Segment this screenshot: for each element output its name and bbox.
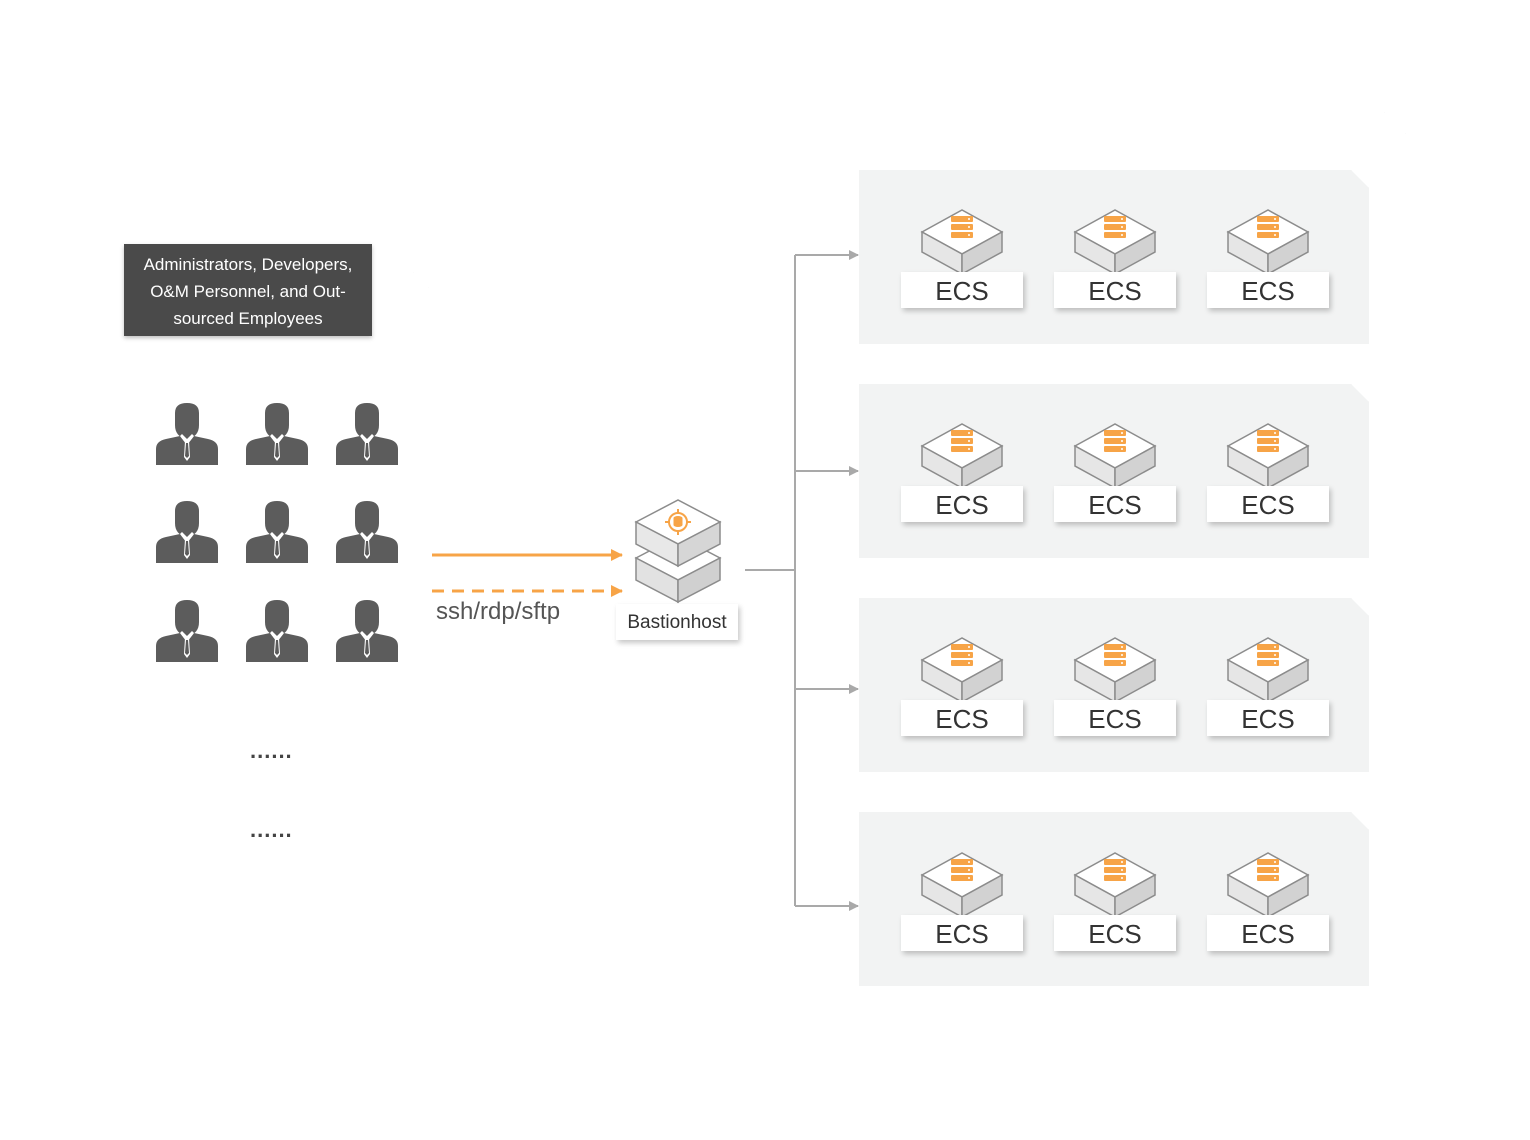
ecs-instance: ECS	[1207, 630, 1329, 740]
ecs-label: ECS	[1054, 700, 1176, 736]
ecs-server-icon	[920, 637, 1004, 704]
ecs-label: ECS	[901, 272, 1023, 308]
ecs-label: ECS	[901, 915, 1023, 951]
person-icon	[336, 600, 398, 662]
person-icon	[156, 600, 218, 662]
ecs-instance: ECS	[1054, 202, 1176, 312]
ecs-server-icon	[920, 209, 1004, 276]
ecs-instance: ECS	[1207, 416, 1329, 526]
bastionhost-icon	[634, 499, 722, 604]
ecs-label: ECS	[1207, 486, 1329, 522]
ecs-label: ECS	[1054, 915, 1176, 951]
person-icon	[246, 600, 308, 662]
ecs-instance: ECS	[901, 845, 1023, 955]
person-icon	[156, 403, 218, 465]
ecs-server-icon	[920, 423, 1004, 490]
ecs-server-icon	[1226, 852, 1310, 919]
ecs-server-icon	[1226, 637, 1310, 704]
person-icon	[156, 501, 218, 563]
ecs-server-icon	[1073, 423, 1157, 490]
ecs-label: ECS	[1054, 272, 1176, 308]
ecs-server-icon	[920, 852, 1004, 919]
ecs-server-icon	[1073, 852, 1157, 919]
ecs-instance: ECS	[1054, 630, 1176, 740]
bastionhost-label: Bastionhost	[616, 604, 738, 640]
ecs-server-icon	[1073, 209, 1157, 276]
ecs-label: ECS	[1207, 700, 1329, 736]
ecs-server-icon	[1073, 637, 1157, 704]
ecs-label: ECS	[901, 486, 1023, 522]
ecs-instance: ECS	[1207, 845, 1329, 955]
ecs-server-icon	[1226, 423, 1310, 490]
ecs-label: ECS	[1207, 272, 1329, 308]
ecs-label: ECS	[1054, 486, 1176, 522]
ecs-instance: ECS	[901, 416, 1023, 526]
ecs-label: ECS	[1207, 915, 1329, 951]
ecs-instance: ECS	[901, 630, 1023, 740]
ecs-instance: ECS	[901, 202, 1023, 312]
person-icon	[246, 403, 308, 465]
ecs-instance: ECS	[1207, 202, 1329, 312]
users-panel-title: Administrators, Developers, O&M Personne…	[124, 244, 372, 336]
ellipsis-2: ......	[250, 817, 293, 842]
person-icon	[246, 501, 308, 563]
ecs-server-icon	[1226, 209, 1310, 276]
person-icon	[336, 403, 398, 465]
person-icon	[336, 501, 398, 563]
ecs-instance: ECS	[1054, 845, 1176, 955]
ecs-instance: ECS	[1054, 416, 1176, 526]
protocol-label: ssh/rdp/sftp	[436, 598, 561, 625]
ecs-label: ECS	[901, 700, 1023, 736]
ellipsis-1: ......	[250, 738, 293, 763]
users-panel	[124, 272, 429, 915]
